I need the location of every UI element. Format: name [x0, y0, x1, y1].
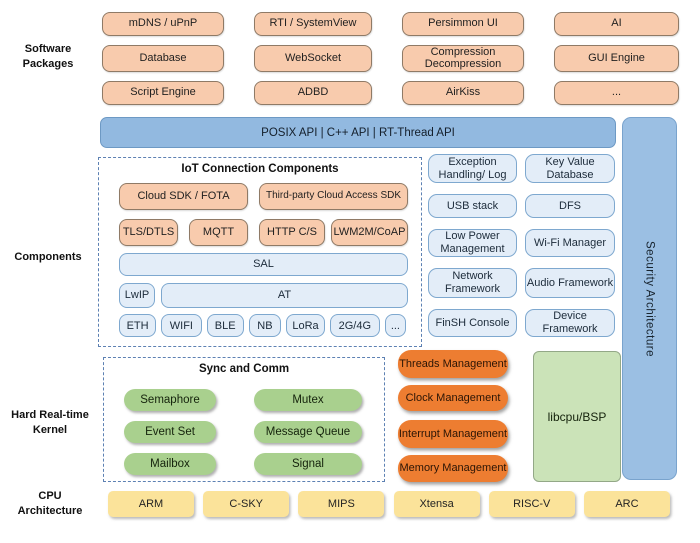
sync-and-comm-group: Sync and Comm Semaphore Mutex Event Set … — [103, 357, 385, 482]
kernel-mutex: Mutex — [254, 389, 362, 411]
iot-at: AT — [161, 283, 408, 308]
pkg-airkiss: AirKiss — [402, 81, 524, 105]
pkg-adbd: ADBD — [254, 81, 372, 105]
iot-third-party-cloud-sdk: Third-party Cloud Access SDK — [259, 183, 408, 210]
kernel-semaphore: Semaphore — [124, 389, 216, 411]
component-dfs: DFS — [525, 194, 615, 218]
iot-wifi: WIFI — [161, 314, 202, 337]
libcpu-bsp-box: libcpu/BSP — [533, 351, 621, 482]
kernel-signal: Signal — [254, 453, 362, 475]
sync-and-comm-grid: Semaphore Mutex Event Set Message Queue … — [124, 389, 362, 475]
cpu-architecture-label: CPU Architecture — [17, 490, 83, 517]
pkg-mdns-upnp: mDNS / uPnP — [102, 12, 224, 36]
component-low-power-management: Low Power Management — [428, 229, 517, 257]
kernel-event-set: Event Set — [124, 421, 216, 443]
component-key-value-database: Key Value Database — [525, 154, 615, 183]
component-exception-handling-log: Exception Handling/ Log — [428, 154, 517, 183]
posix-api-bar: POSIX API | C++ API | RT-Thread API — [100, 117, 616, 148]
cpu-mips: MIPS — [298, 491, 385, 517]
pkg-rti-systemview: RTI / SystemView — [254, 12, 372, 36]
component-audio-framework: Audio Framework — [525, 268, 615, 298]
iot-nb: NB — [248, 314, 282, 337]
iot-group-title: IoT Connection Components — [181, 163, 339, 175]
iot-more: ... — [384, 314, 406, 337]
cpu-risc-v: RISC-V — [488, 491, 575, 517]
component-network-framework: Network Framework — [428, 268, 517, 298]
pkg-gui-engine: GUI Engine — [554, 45, 679, 72]
components-grid: Exception Handling/ Log Key Value Databa… — [428, 154, 615, 337]
cpu-arc: ARC — [583, 491, 670, 517]
sync-and-comm-title: Sync and Comm — [198, 363, 290, 375]
security-architecture-label: Security Architecture — [643, 240, 656, 357]
cpu-arm: ARM — [108, 491, 194, 517]
iot-sal: SAL — [119, 253, 408, 276]
cpu-architecture-row: ARM C-SKY MIPS Xtensa RISC-V ARC — [108, 491, 670, 517]
kernel-message-queue: Message Queue — [254, 421, 362, 443]
cpu-xtensa: Xtensa — [393, 491, 480, 517]
iot-http-cs: HTTP C/S — [259, 219, 325, 246]
components-label: Components — [14, 251, 82, 263]
component-usb-stack: USB stack — [428, 194, 517, 218]
hard-real-time-kernel-label: Hard Real-time Kernel — [11, 409, 89, 436]
iot-mqtt: MQTT — [189, 219, 248, 246]
pkg-ai: AI — [554, 12, 679, 36]
iot-cloud-sdk-fota: Cloud SDK / FOTA — [119, 183, 248, 210]
cpu-c-sky: C-SKY — [203, 491, 290, 517]
iot-eth: ETH — [119, 314, 157, 337]
pkg-persimmon-ui: Persimmon UI — [402, 12, 524, 36]
kernel-threads-management: Threads Management — [398, 350, 508, 378]
kernel-clock-management: Clock Management — [398, 385, 508, 411]
iot-lwip: LwIP — [119, 283, 155, 308]
kernel-management-column: Threads Management Clock Management Inte… — [398, 350, 508, 482]
pkg-more: ... — [554, 81, 679, 105]
iot-connection-components-group: IoT Connection Components Cloud SDK / FO… — [98, 157, 422, 347]
iot-tls-dtls: TLS/DTLS — [119, 219, 178, 246]
iot-lwm2m-coap: LWM2M/CoAP — [331, 219, 408, 246]
iot-link-row: ETH WIFI BLE NB LoRa 2G/4G ... — [119, 314, 406, 337]
iot-2g-4g: 2G/4G — [329, 314, 380, 337]
iot-lora: LoRa — [286, 314, 325, 337]
software-packages-label: Software Packages — [22, 43, 74, 70]
kernel-interrupt-management: Interrupt Management — [398, 420, 508, 448]
component-wifi-manager: Wi-Fi Manager — [525, 229, 615, 257]
component-finsh-console: FinSH Console — [428, 309, 517, 337]
component-device-framework: Device Framework — [525, 309, 615, 337]
kernel-memory-management: Memory Management — [398, 455, 508, 482]
pkg-script-engine: Script Engine — [102, 81, 224, 105]
software-packages-grid: mDNS / uPnP RTI / SystemView Persimmon U… — [102, 12, 679, 105]
pkg-websocket: WebSocket — [254, 45, 372, 72]
pkg-database: Database — [102, 45, 224, 72]
kernel-mailbox: Mailbox — [124, 453, 216, 475]
iot-ble: BLE — [206, 314, 244, 337]
pkg-compression-decompression: Compression Decompression — [402, 45, 524, 72]
security-architecture-bar: Security Architecture — [622, 117, 677, 480]
